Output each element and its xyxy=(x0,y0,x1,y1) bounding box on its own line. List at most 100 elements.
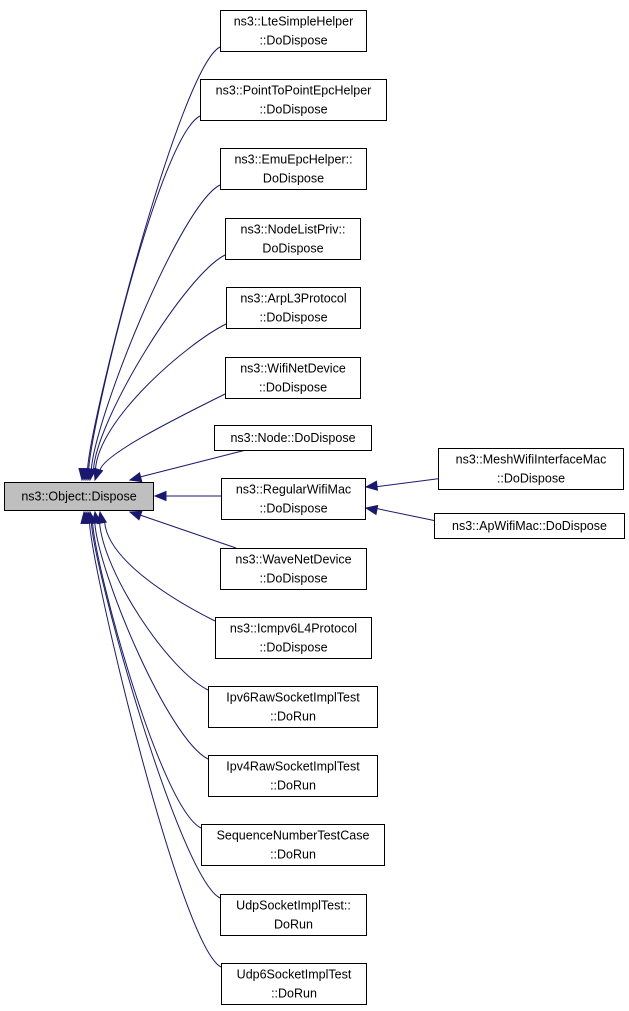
call-edge xyxy=(80,510,222,968)
root-node[interactable]: ns3::Object::Dispose xyxy=(4,482,154,511)
node-label: ns3::RegularWifiMac xyxy=(236,483,351,497)
node-label: DoDispose xyxy=(263,172,324,186)
arrowhead-icon xyxy=(80,510,91,525)
edge-line xyxy=(90,184,221,471)
caller-node[interactable]: ns3::WaveNetDevice::DoDispose xyxy=(220,548,367,590)
call-edge xyxy=(93,393,226,482)
node-label: ns3::Object::Dispose xyxy=(21,490,136,504)
edges-layer xyxy=(78,46,439,968)
node-label: SequenceNumberTestCase xyxy=(217,829,370,843)
caller-node[interactable]: ns3::MeshWifiInterfaceMac::DoDispose xyxy=(438,448,624,490)
arrowhead-icon xyxy=(86,467,97,482)
call-edge xyxy=(153,490,221,502)
edge-line xyxy=(92,254,226,471)
caller-node[interactable]: ns3::NodeListPriv::DoDispose xyxy=(225,218,361,260)
call-edge xyxy=(96,510,216,622)
node-label: ::DoRun xyxy=(270,848,316,862)
node-label: ns3::NodeListPriv:: xyxy=(241,223,346,237)
edge-line xyxy=(88,521,222,968)
call-edge xyxy=(82,510,221,899)
edge-line xyxy=(139,514,237,549)
edge-line xyxy=(104,521,216,622)
caller-node[interactable]: ns3::RegularWifiMac::DoDispose xyxy=(221,478,366,520)
caller-node[interactable]: ns3::Node::DoDispose xyxy=(214,425,372,451)
node-box xyxy=(4,482,154,511)
caller-node[interactable]: Ipv4RawSocketImplTest::DoRun xyxy=(208,755,378,797)
node-label: ns3::LteSimpleHelper xyxy=(234,15,354,29)
node-label: ::DoRun xyxy=(270,710,316,724)
node-box xyxy=(225,357,361,399)
call-edge xyxy=(78,46,221,482)
node-label: ns3::PointToPointEpcHelper xyxy=(216,84,372,98)
call-edge xyxy=(82,184,221,482)
call-edge xyxy=(128,510,237,549)
node-box xyxy=(208,686,378,728)
nodes-layer: ns3::Object::Dispose ns3::LteSimpleHelper… xyxy=(4,10,625,1005)
node-box xyxy=(208,755,378,797)
caller-node[interactable]: ns3::WifiNetDevice::DoDispose xyxy=(225,357,361,399)
arrowhead-icon xyxy=(128,510,143,521)
edge-line xyxy=(94,521,209,760)
arrowhead-icon xyxy=(364,480,379,491)
edge-line xyxy=(94,323,227,471)
caller-node[interactable]: ns3::EmuEpcHelper::DoDispose xyxy=(220,148,367,190)
node-box xyxy=(221,963,367,1005)
node-label: Ipv4RawSocketImplTest xyxy=(226,760,360,774)
caller-node[interactable]: SequenceNumberTestCase::DoRun xyxy=(201,824,385,866)
caller-node[interactable]: ns3::ArpL3Protocol::DoDispose xyxy=(226,287,361,329)
node-box xyxy=(220,894,367,936)
node-label: ::DoDispose xyxy=(259,103,327,117)
node-label: ::DoDispose xyxy=(259,641,327,655)
node-label: ns3::ApWifiMac::DoDispose xyxy=(452,519,607,533)
call-edge xyxy=(128,449,247,483)
node-label: UdpSocketImplTest:: xyxy=(236,899,351,913)
node-label: DoDispose xyxy=(262,242,323,256)
node-label: ns3::WifiNetDevice xyxy=(240,362,346,376)
node-label: ::DoRun xyxy=(271,987,317,1001)
node-label: ::DoDispose xyxy=(259,311,327,325)
edge-line xyxy=(92,521,202,829)
node-box xyxy=(214,425,372,451)
node-box xyxy=(434,513,625,539)
node-label: DoRun xyxy=(274,918,313,932)
node-box xyxy=(220,148,367,190)
call-edge xyxy=(364,504,435,521)
caller-node[interactable]: Ipv6RawSocketImplTest::DoRun xyxy=(208,686,378,728)
node-box xyxy=(200,79,387,121)
caller-node[interactable]: ns3::Icmpv6L4Protocol::DoDispose xyxy=(215,617,372,659)
arrowhead-icon xyxy=(364,504,379,516)
node-box xyxy=(225,218,361,260)
caller-node[interactable]: ns3::PointToPointEpcHelper::DoDispose xyxy=(200,79,387,121)
edge-line xyxy=(99,521,209,691)
edge-line xyxy=(376,508,435,521)
node-label: ns3::Node::DoDispose xyxy=(230,431,355,445)
caller-node[interactable]: ns3::ApWifiMac::DoDispose xyxy=(434,513,625,539)
node-label: ns3::MeshWifiInterfaceMac xyxy=(456,453,607,467)
caller-node[interactable]: UdpSocketImplTest::DoRun xyxy=(220,894,367,936)
node-box xyxy=(226,287,361,329)
node-label: ::DoDispose xyxy=(259,34,327,48)
node-label: ns3::Icmpv6L4Protocol xyxy=(230,622,357,636)
node-label: ::DoDispose xyxy=(497,472,565,486)
edge-line xyxy=(376,478,439,488)
arrowhead-icon xyxy=(128,472,143,483)
node-label: ::DoDispose xyxy=(259,381,327,395)
call-edge xyxy=(364,478,439,491)
caller-node[interactable]: ns3::LteSimpleHelper::DoDispose xyxy=(220,10,367,52)
arrowhead-icon xyxy=(93,467,104,482)
node-label: ns3::ArpL3Protocol xyxy=(240,292,346,306)
node-box xyxy=(220,10,367,52)
node-box xyxy=(220,548,367,590)
arrowhead-icon xyxy=(153,490,167,502)
edge-line xyxy=(90,521,221,899)
caller-node[interactable]: Udp6SocketImplTest::DoRun xyxy=(221,963,367,1005)
call-edge xyxy=(86,323,227,482)
node-box xyxy=(438,448,624,490)
edge-line xyxy=(87,46,221,471)
node-box xyxy=(221,478,366,520)
edge-line xyxy=(99,393,226,471)
node-label: ns3::EmuEpcHelper:: xyxy=(234,153,352,167)
node-label: ::DoDispose xyxy=(259,572,327,586)
node-box xyxy=(215,617,372,659)
